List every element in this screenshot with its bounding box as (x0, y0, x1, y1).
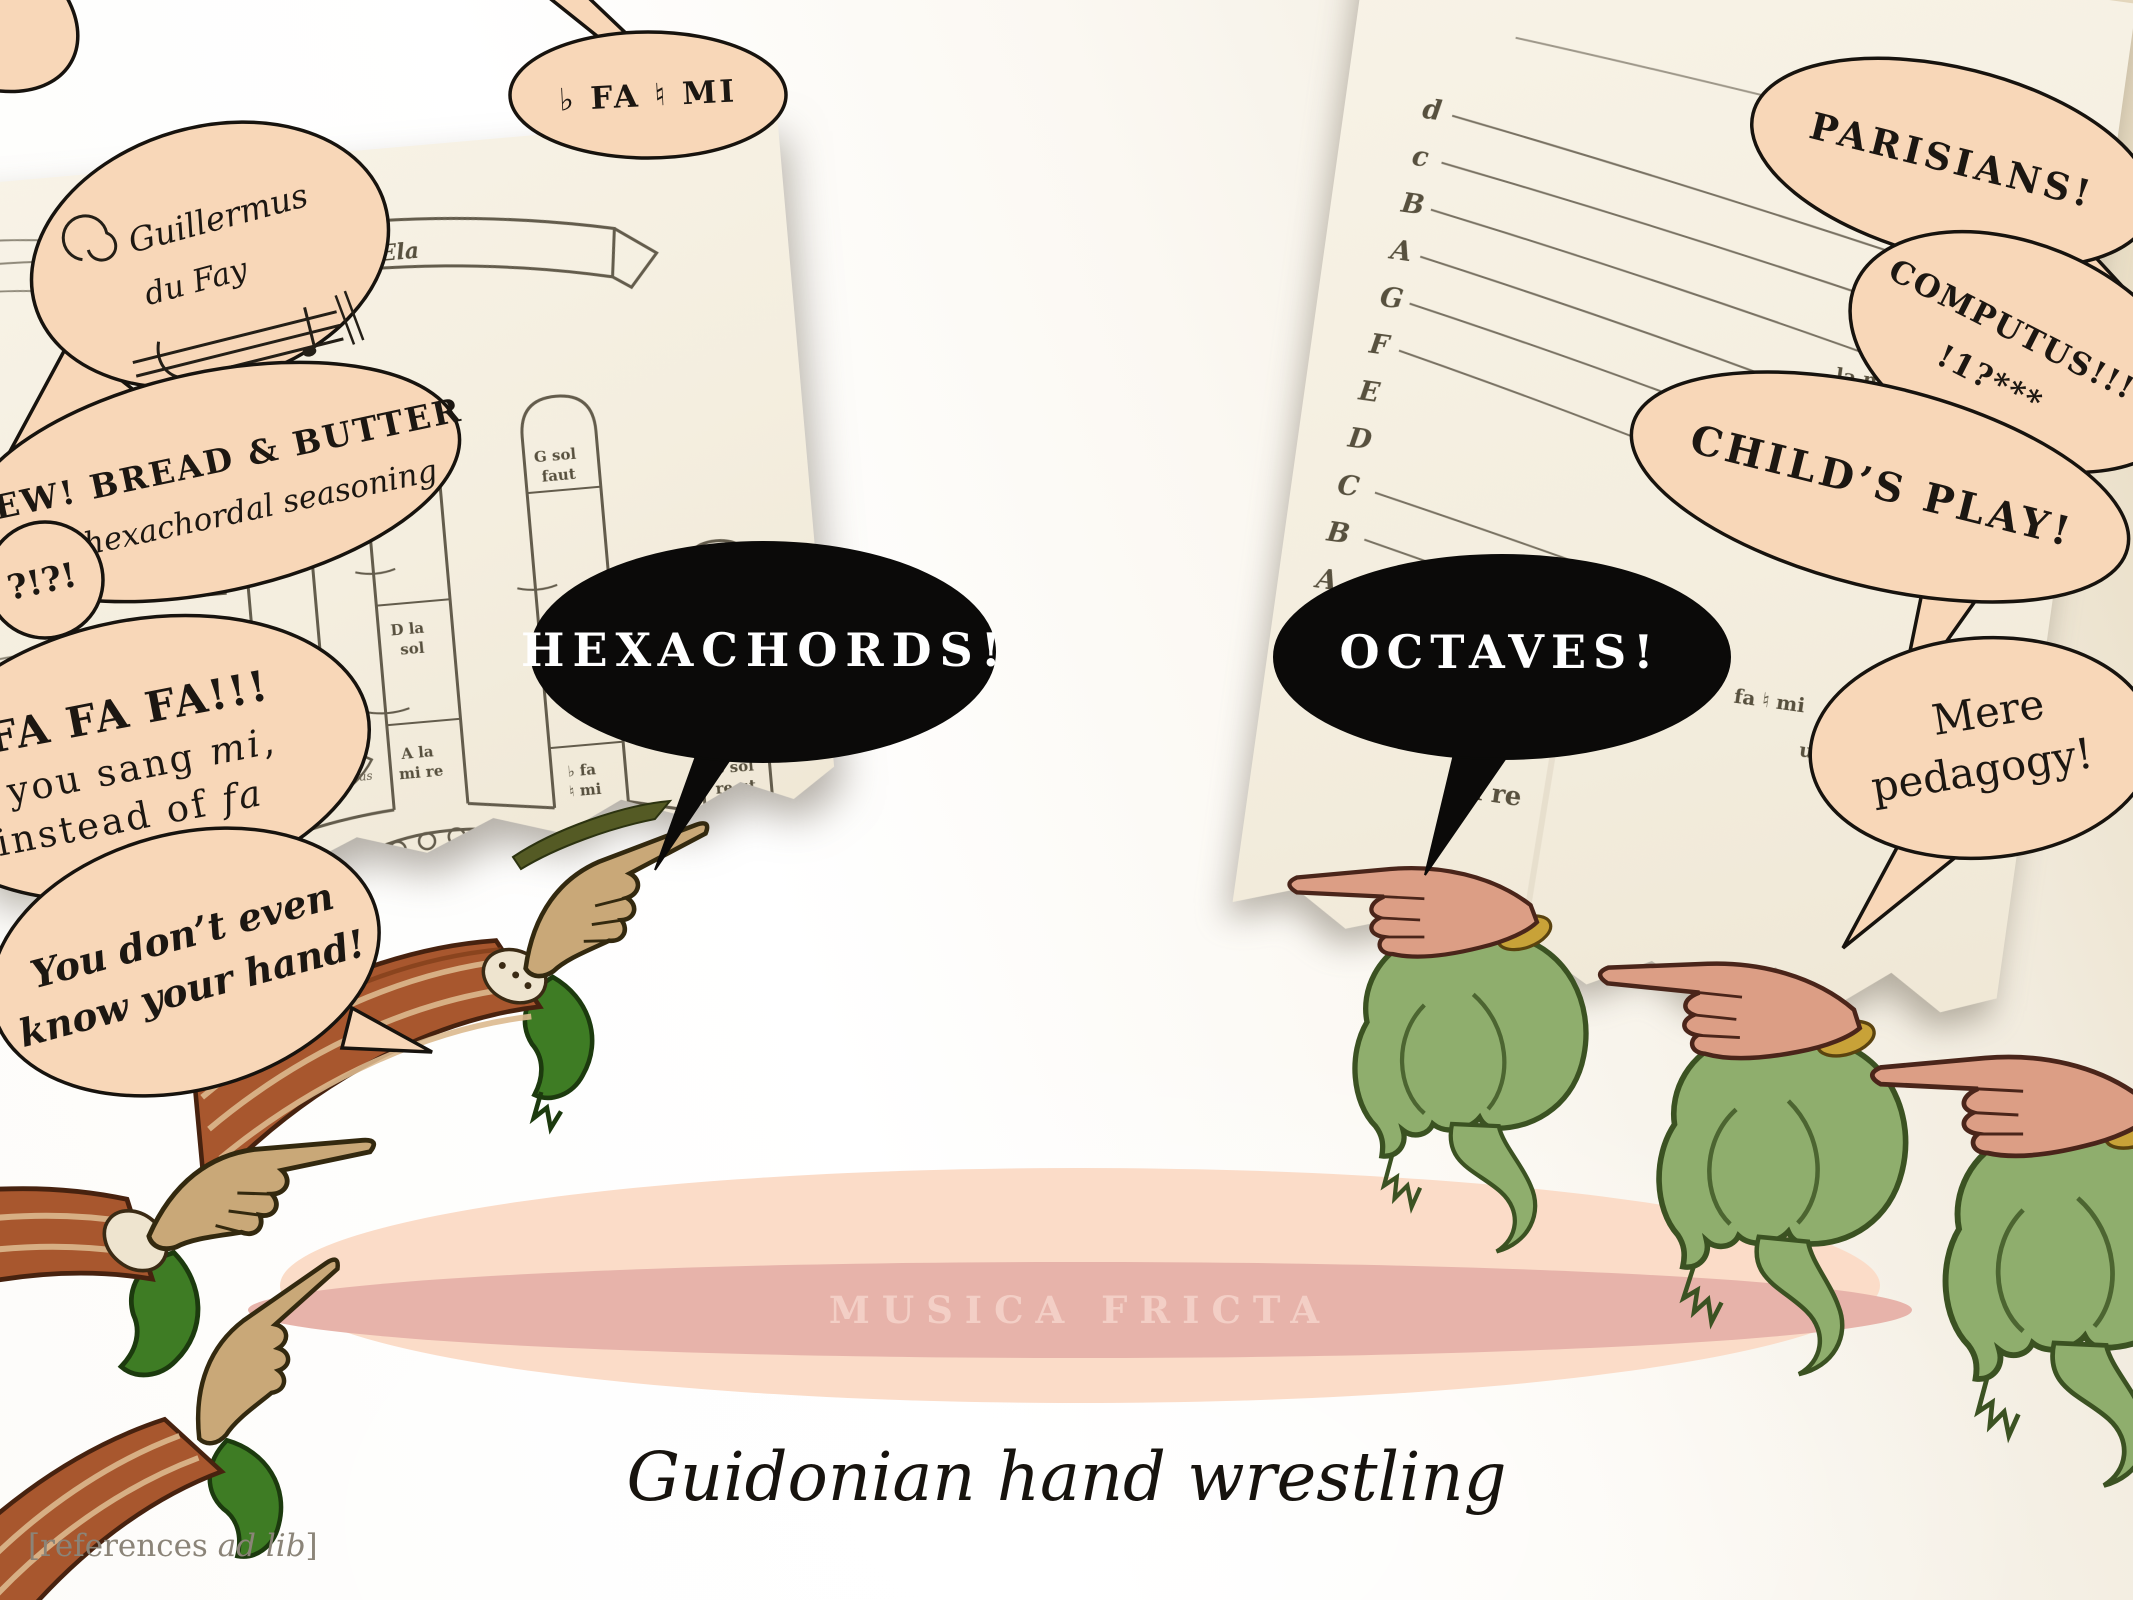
green-limb (207, 1437, 284, 1559)
finger-label: mi re (398, 762, 444, 784)
slide-title: Guidonian hand wrestling (626, 1438, 1507, 1516)
gamut-letter: G (1378, 282, 1405, 316)
finger-label: D la (390, 619, 425, 640)
gamut-letter: D (1345, 422, 1374, 456)
hexachords-label: HEXACHORDS! (521, 623, 1009, 677)
claw-foot (1380, 1153, 1423, 1214)
dragon-tail (1754, 1234, 1845, 1377)
gamut-letter: A (1386, 234, 1414, 268)
speech-bubble-interrobang (0, 520, 105, 640)
pointing-hand (195, 1257, 340, 1446)
speech-bubble-octaves (1273, 554, 1731, 876)
gamut-letter: E (1356, 375, 1382, 409)
pointing-arm (1597, 961, 1863, 1061)
finger-label: sol (399, 639, 425, 659)
speech-bubble-hexachords (530, 541, 996, 871)
finger-label: A la (400, 742, 435, 763)
gamut-letter: F (1366, 328, 1392, 362)
quill-pen (511, 799, 673, 871)
green-limb (117, 1249, 201, 1378)
right-dragon-2 (1597, 961, 1909, 1377)
octaves-label: OCTAVES! (1339, 625, 1661, 679)
finger-label: faut (541, 465, 577, 486)
finger-label: ♭ fa (567, 760, 597, 780)
floor-label: MUSICA FRICTA (828, 1288, 1332, 1333)
speech-bubble-corner-sliver (0, 0, 80, 94)
right-dragon-3 (1870, 1054, 2133, 1488)
gamut-letter: B (1324, 516, 1352, 550)
speech-bubble-know-hand (0, 826, 433, 1098)
striped-sleeve (0, 1186, 156, 1354)
gamut-letter: C (1336, 470, 1362, 504)
pointing-arm (1870, 1054, 2133, 1159)
gamut-letter: B (1398, 188, 1426, 222)
claw-foot (1679, 1264, 1724, 1330)
stage-floor-ellipse: MUSICA FRICTA (248, 1168, 1912, 1403)
speech-bubble-fa-mi (508, 0, 788, 160)
speech-bubble-pedagogy (1808, 635, 2133, 950)
references-note: [references ad lib] (28, 1528, 318, 1564)
dragon-body (1352, 927, 1589, 1159)
finger-label: ♮ mi (568, 780, 602, 801)
dragon-body (1942, 1123, 2133, 1382)
gamut-letter: d (1421, 94, 1444, 127)
dragon-tail (1448, 1121, 1538, 1254)
left-pointing-creature-upper (190, 821, 710, 1172)
gamut-letter: c (1410, 141, 1431, 174)
speech-bubble-dufay-signature (0, 120, 391, 472)
finger-label: G sol (533, 445, 577, 467)
left-pointing-creature-corner (0, 1257, 340, 1600)
claw (529, 1091, 563, 1135)
references-adlib: ad lib (217, 1528, 306, 1564)
right-dragon-1 (1287, 865, 1589, 1254)
references-suffix: ] (305, 1528, 318, 1564)
stage-floor-band: MUSICA FRICTA (248, 1262, 1912, 1359)
pointing-arm (1287, 865, 1540, 959)
left-pointing-creature-lower (0, 1137, 377, 1378)
dragon-tail (2050, 1340, 2133, 1488)
references-prefix: [references (28, 1528, 218, 1564)
claw-foot (1974, 1375, 2021, 1444)
striped-sleeve (0, 1416, 226, 1600)
